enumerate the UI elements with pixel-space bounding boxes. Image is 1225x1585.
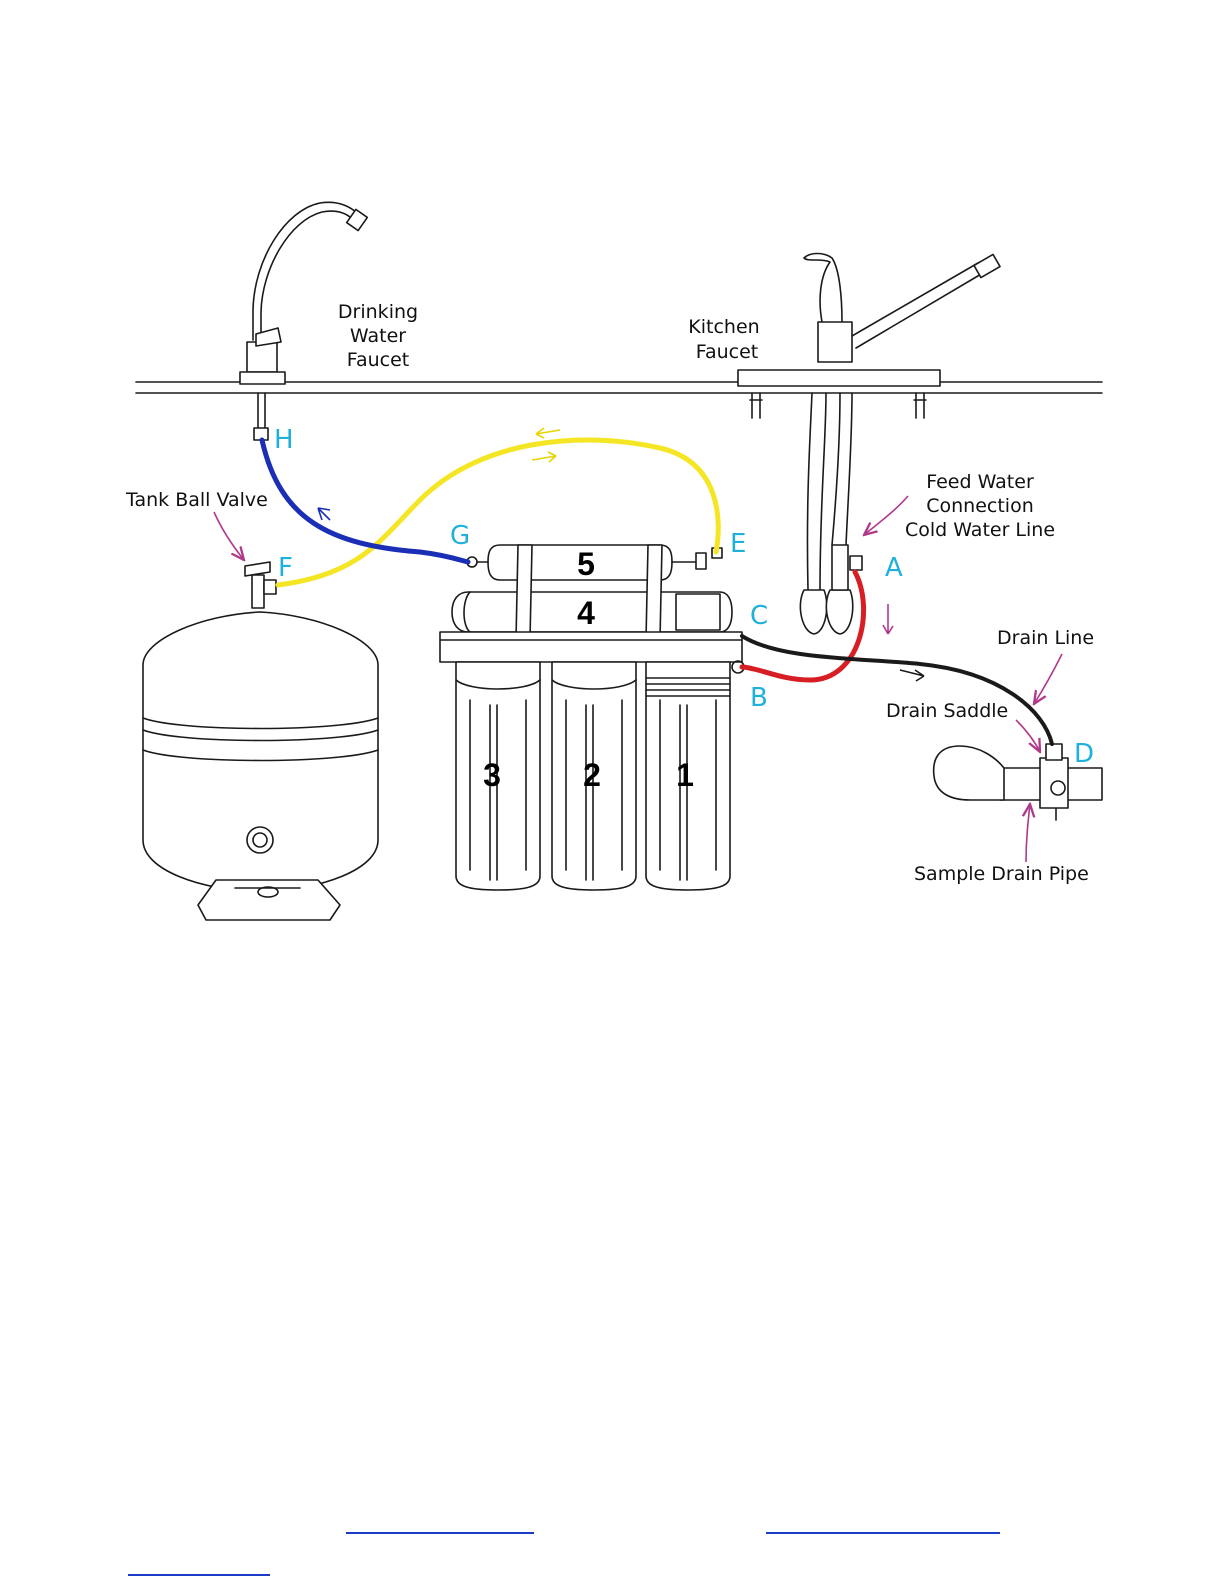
product-line <box>262 440 468 562</box>
point-label-c: C <box>750 601 768 631</box>
point-label-f: F <box>278 553 293 583</box>
pointer-arrow <box>1034 654 1062 704</box>
arrow-icon <box>900 670 924 681</box>
stage-2-label: 2 <box>583 757 601 793</box>
arrow-icon <box>536 428 560 438</box>
point-label-e: E <box>730 529 746 559</box>
pointer-arrow <box>1026 804 1030 862</box>
drinking-water-faucet-label: Faucet <box>347 349 409 371</box>
pointer-arrow <box>1016 720 1040 752</box>
stage-1-label: 1 <box>676 757 694 793</box>
link-underline[interactable] <box>128 1574 270 1576</box>
link-underline[interactable] <box>766 1532 1000 1534</box>
kitchen-faucet-label: Faucet <box>696 341 758 363</box>
stage-5-label: 5 <box>577 546 595 582</box>
drain-line <box>742 636 1052 744</box>
feed-water-label: Connection <box>926 495 1034 517</box>
drain-saddle-label: Drain Saddle <box>886 700 1008 722</box>
arrow-icon <box>532 452 556 462</box>
sample-drain-pipe-label: Sample Drain Pipe <box>914 863 1089 885</box>
stage-4-label: 4 <box>577 595 595 631</box>
feed-water-label: Cold Water Line <box>905 519 1055 541</box>
feed-water-label: Feed Water <box>926 471 1034 493</box>
stage-3-label: 3 <box>483 757 501 793</box>
storage-tank <box>143 562 378 920</box>
drinking-water-faucet-label: Drinking <box>338 301 418 323</box>
point-label-d: D <box>1074 739 1094 769</box>
point-label-b: B <box>750 683 768 713</box>
point-label-g: G <box>450 521 470 551</box>
tank-ball-valve-label: Tank Ball Valve <box>125 489 268 511</box>
arrow-icon <box>883 604 893 634</box>
kitchen-faucet-label: Kitchen <box>688 316 759 338</box>
arrow-icon <box>318 508 330 520</box>
kitchen-faucet <box>738 254 1000 635</box>
point-label-h: H <box>274 425 294 455</box>
link-underline[interactable] <box>346 1532 534 1534</box>
pointer-arrow <box>214 512 244 560</box>
pointer-arrow <box>864 496 908 535</box>
point-label-a: A <box>885 553 903 583</box>
drain-line-label: Drain Line <box>997 627 1094 649</box>
drinking-water-faucet-label: Water <box>350 325 406 347</box>
